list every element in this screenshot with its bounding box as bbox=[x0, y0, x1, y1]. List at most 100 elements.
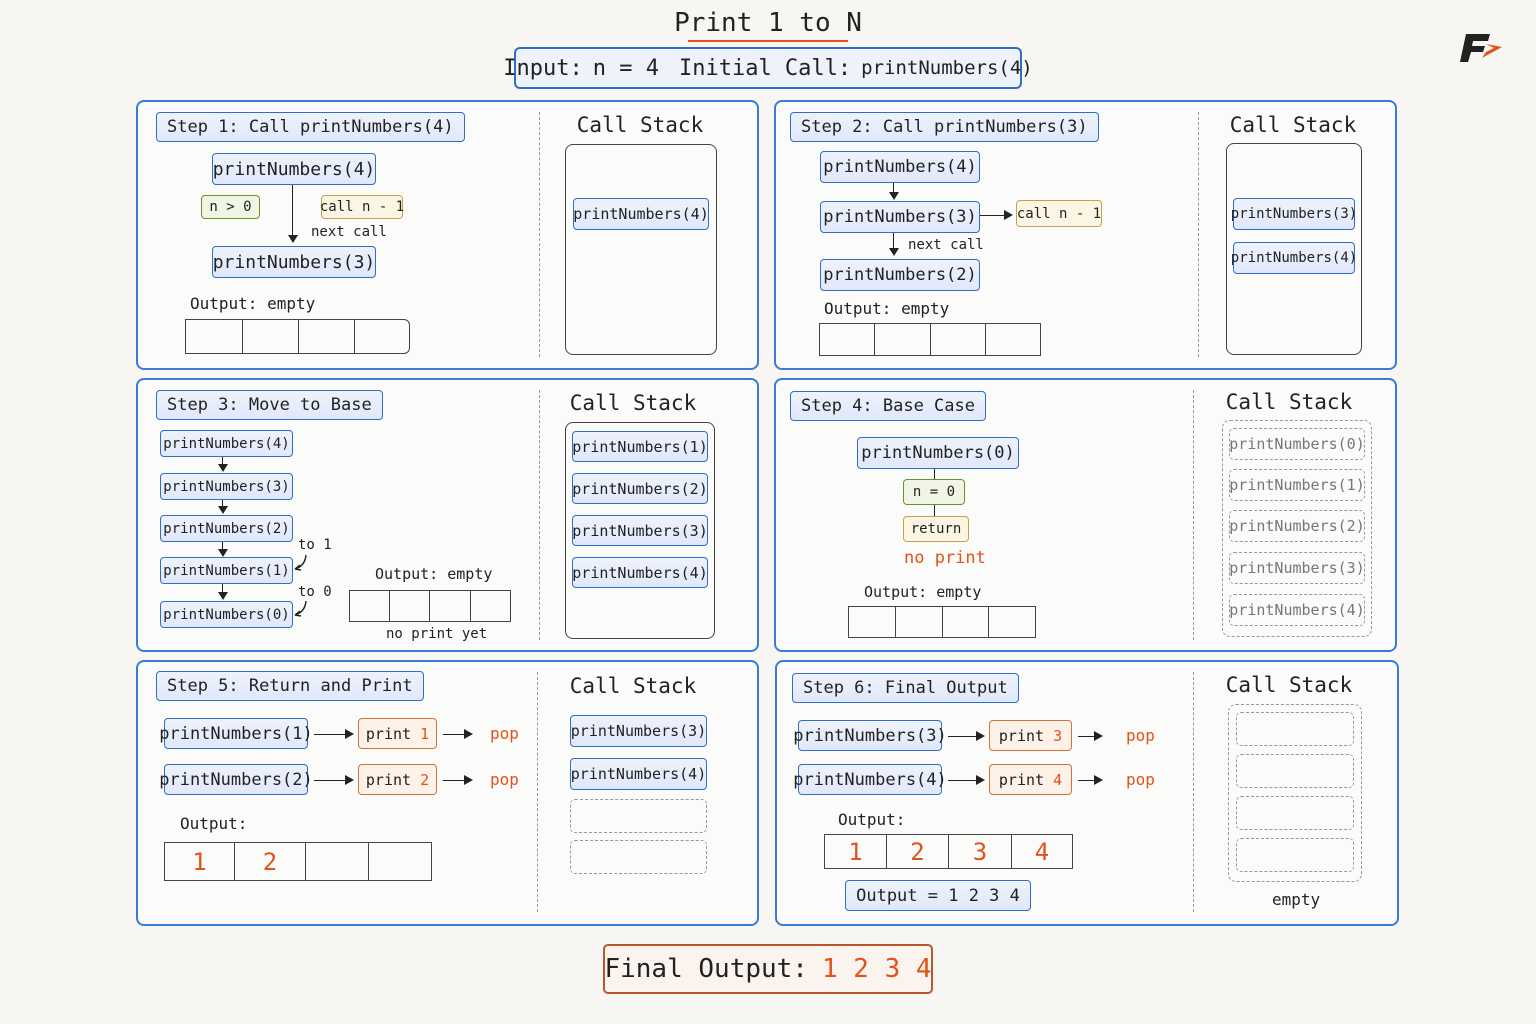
step2-stack-frame: printNumbers(3) bbox=[1231, 198, 1357, 230]
step2-arrow-head bbox=[889, 248, 899, 256]
step6-arrow-line bbox=[1078, 780, 1095, 781]
step4-stack-title: Call Stack bbox=[1225, 390, 1353, 414]
step3-arrow-head bbox=[218, 592, 228, 600]
step3-call-printnumbers-3: printNumbers(3) bbox=[160, 473, 293, 500]
step3-call-printnumbers-1: printNumbers(1) bbox=[160, 557, 293, 584]
step4-stack-frame-popped: printNumbers(3) bbox=[1229, 552, 1365, 584]
step1-arrow-label: next call bbox=[311, 224, 387, 240]
step5-output-cell bbox=[305, 842, 369, 881]
step1-output-label: Output: empty bbox=[190, 294, 316, 313]
step3-call-printnumbers-2: printNumbers(2) bbox=[160, 515, 293, 542]
step5-print-value: 1 bbox=[420, 724, 430, 743]
step5-call: printNumbers(1) bbox=[159, 718, 313, 749]
step2-output-cell bbox=[874, 323, 931, 356]
brand-logo-icon bbox=[1460, 34, 1502, 62]
step1-output-cell bbox=[298, 319, 355, 354]
step6-output-cell: 1 bbox=[824, 834, 887, 869]
step3-divider bbox=[539, 390, 540, 640]
step4-divider bbox=[1193, 390, 1194, 640]
step1-output-cell bbox=[242, 319, 299, 354]
step4-output-cell bbox=[895, 606, 943, 638]
step1-action: call n - 1 bbox=[320, 195, 404, 219]
step5-output-cell bbox=[368, 842, 432, 881]
step2-call-printnumbers-2: printNumbers(2) bbox=[820, 259, 980, 291]
step3-label: Step 3: Move to Base bbox=[156, 390, 383, 420]
step3-output-label: Output: empty bbox=[375, 565, 493, 583]
step5-arrow-line bbox=[443, 780, 466, 781]
step4-stack-container bbox=[1222, 420, 1372, 637]
step2-output-cell bbox=[819, 323, 875, 356]
step5-pop: pop bbox=[490, 770, 519, 789]
step1-stack-container bbox=[565, 144, 717, 355]
step5-pop: pop bbox=[490, 724, 519, 743]
final-output-value: 1 2 3 4 bbox=[821, 954, 932, 984]
step1-call-printnumbers-4: printNumbers(4) bbox=[212, 153, 376, 185]
step2-label: Step 2: Call printNumbers(3) bbox=[790, 112, 1099, 142]
step4-condition: n = 0 bbox=[903, 479, 965, 505]
step6-print-box: print 3 bbox=[989, 720, 1072, 751]
step4-connector bbox=[934, 505, 935, 516]
step6-output-cell: 4 bbox=[1011, 834, 1073, 869]
step3-output-cell bbox=[429, 590, 471, 622]
step6-print-word: print bbox=[998, 726, 1045, 745]
step3-arrow-line bbox=[222, 457, 223, 465]
step6-stack-container bbox=[1228, 704, 1362, 882]
step2-call-printnumbers-4: printNumbers(4) bbox=[820, 151, 980, 183]
step1-output-cell bbox=[354, 319, 410, 354]
step6-arrow-line bbox=[948, 736, 977, 737]
step6-arrow-head bbox=[1094, 731, 1103, 741]
step4-call-printnumbers-0: printNumbers(0) bbox=[857, 437, 1019, 469]
step3-output-cell bbox=[349, 590, 390, 622]
step4-output-cell bbox=[988, 606, 1036, 638]
step4-stack-frame-popped: printNumbers(0) bbox=[1229, 428, 1365, 460]
title-underline bbox=[688, 40, 848, 42]
step5-print-word: print bbox=[365, 724, 412, 743]
step6-stack-title: Call Stack bbox=[1225, 673, 1353, 697]
step6-output-cell: 3 bbox=[948, 834, 1012, 869]
step2-arrow-line bbox=[893, 233, 894, 249]
step3-curved-arrow bbox=[294, 600, 307, 617]
step3-call-printnumbers-0: printNumbers(0) bbox=[160, 601, 293, 628]
step2-stack-frame: printNumbers(4) bbox=[1231, 242, 1357, 274]
final-output-banner: Final Output: 1 2 3 4 bbox=[603, 944, 933, 994]
step1-output-cell bbox=[185, 319, 243, 354]
step3-arrow-line bbox=[222, 500, 223, 507]
step3-arrow-head bbox=[218, 464, 228, 472]
step5-call: printNumbers(2) bbox=[159, 764, 313, 795]
step1-stack-title: Call Stack bbox=[576, 113, 704, 137]
input-value: n = 4 bbox=[592, 55, 659, 81]
step5-print-box: print 2 bbox=[358, 764, 437, 795]
step5-stack-frame: printNumbers(4) bbox=[570, 758, 707, 790]
step1-label: Step 1: Call printNumbers(4) bbox=[156, 112, 465, 142]
step4-output-cell bbox=[942, 606, 989, 638]
step6-arrow-head bbox=[976, 731, 985, 741]
step5-stack-frame: printNumbers(3) bbox=[570, 715, 707, 747]
step5-divider bbox=[537, 672, 538, 912]
step3-call-printnumbers-4: printNumbers(4) bbox=[160, 430, 293, 457]
step6-call: printNumbers(4) bbox=[793, 764, 947, 795]
step2-arrow-head bbox=[889, 192, 899, 200]
step3-note-to-0: to 0 bbox=[298, 584, 332, 600]
step1-condition: n > 0 bbox=[201, 195, 260, 219]
step6-pop: pop bbox=[1126, 726, 1155, 745]
step2-call-printnumbers-3: printNumbers(3) bbox=[820, 201, 980, 233]
step6-stack-note: empty bbox=[1272, 890, 1321, 909]
step6-stack-slot-empty bbox=[1236, 712, 1354, 746]
step3-stack-title: Call Stack bbox=[569, 391, 697, 415]
step2-stack-container bbox=[1226, 143, 1362, 355]
step5-stack-slot-empty bbox=[570, 799, 707, 833]
step4-label: Step 4: Base Case bbox=[790, 391, 986, 421]
step2-output-cell bbox=[985, 323, 1041, 356]
step2-panel bbox=[774, 100, 1397, 370]
step5-output-cell: 2 bbox=[234, 842, 306, 881]
step6-call: printNumbers(3) bbox=[793, 720, 947, 751]
step6-arrow-head bbox=[1094, 775, 1103, 785]
step5-arrow-head bbox=[345, 729, 354, 739]
step5-print-value: 2 bbox=[420, 770, 430, 789]
step3-output-cell bbox=[389, 590, 430, 622]
step3-arrow-head bbox=[218, 549, 228, 557]
input-banner: Input: n = 4 Initial Call: printNumbers(… bbox=[503, 47, 1033, 89]
step6-stack-slot-empty bbox=[1236, 754, 1354, 788]
step6-output-label: Output: bbox=[838, 810, 906, 829]
step2-arrow-label: next call bbox=[908, 237, 984, 253]
